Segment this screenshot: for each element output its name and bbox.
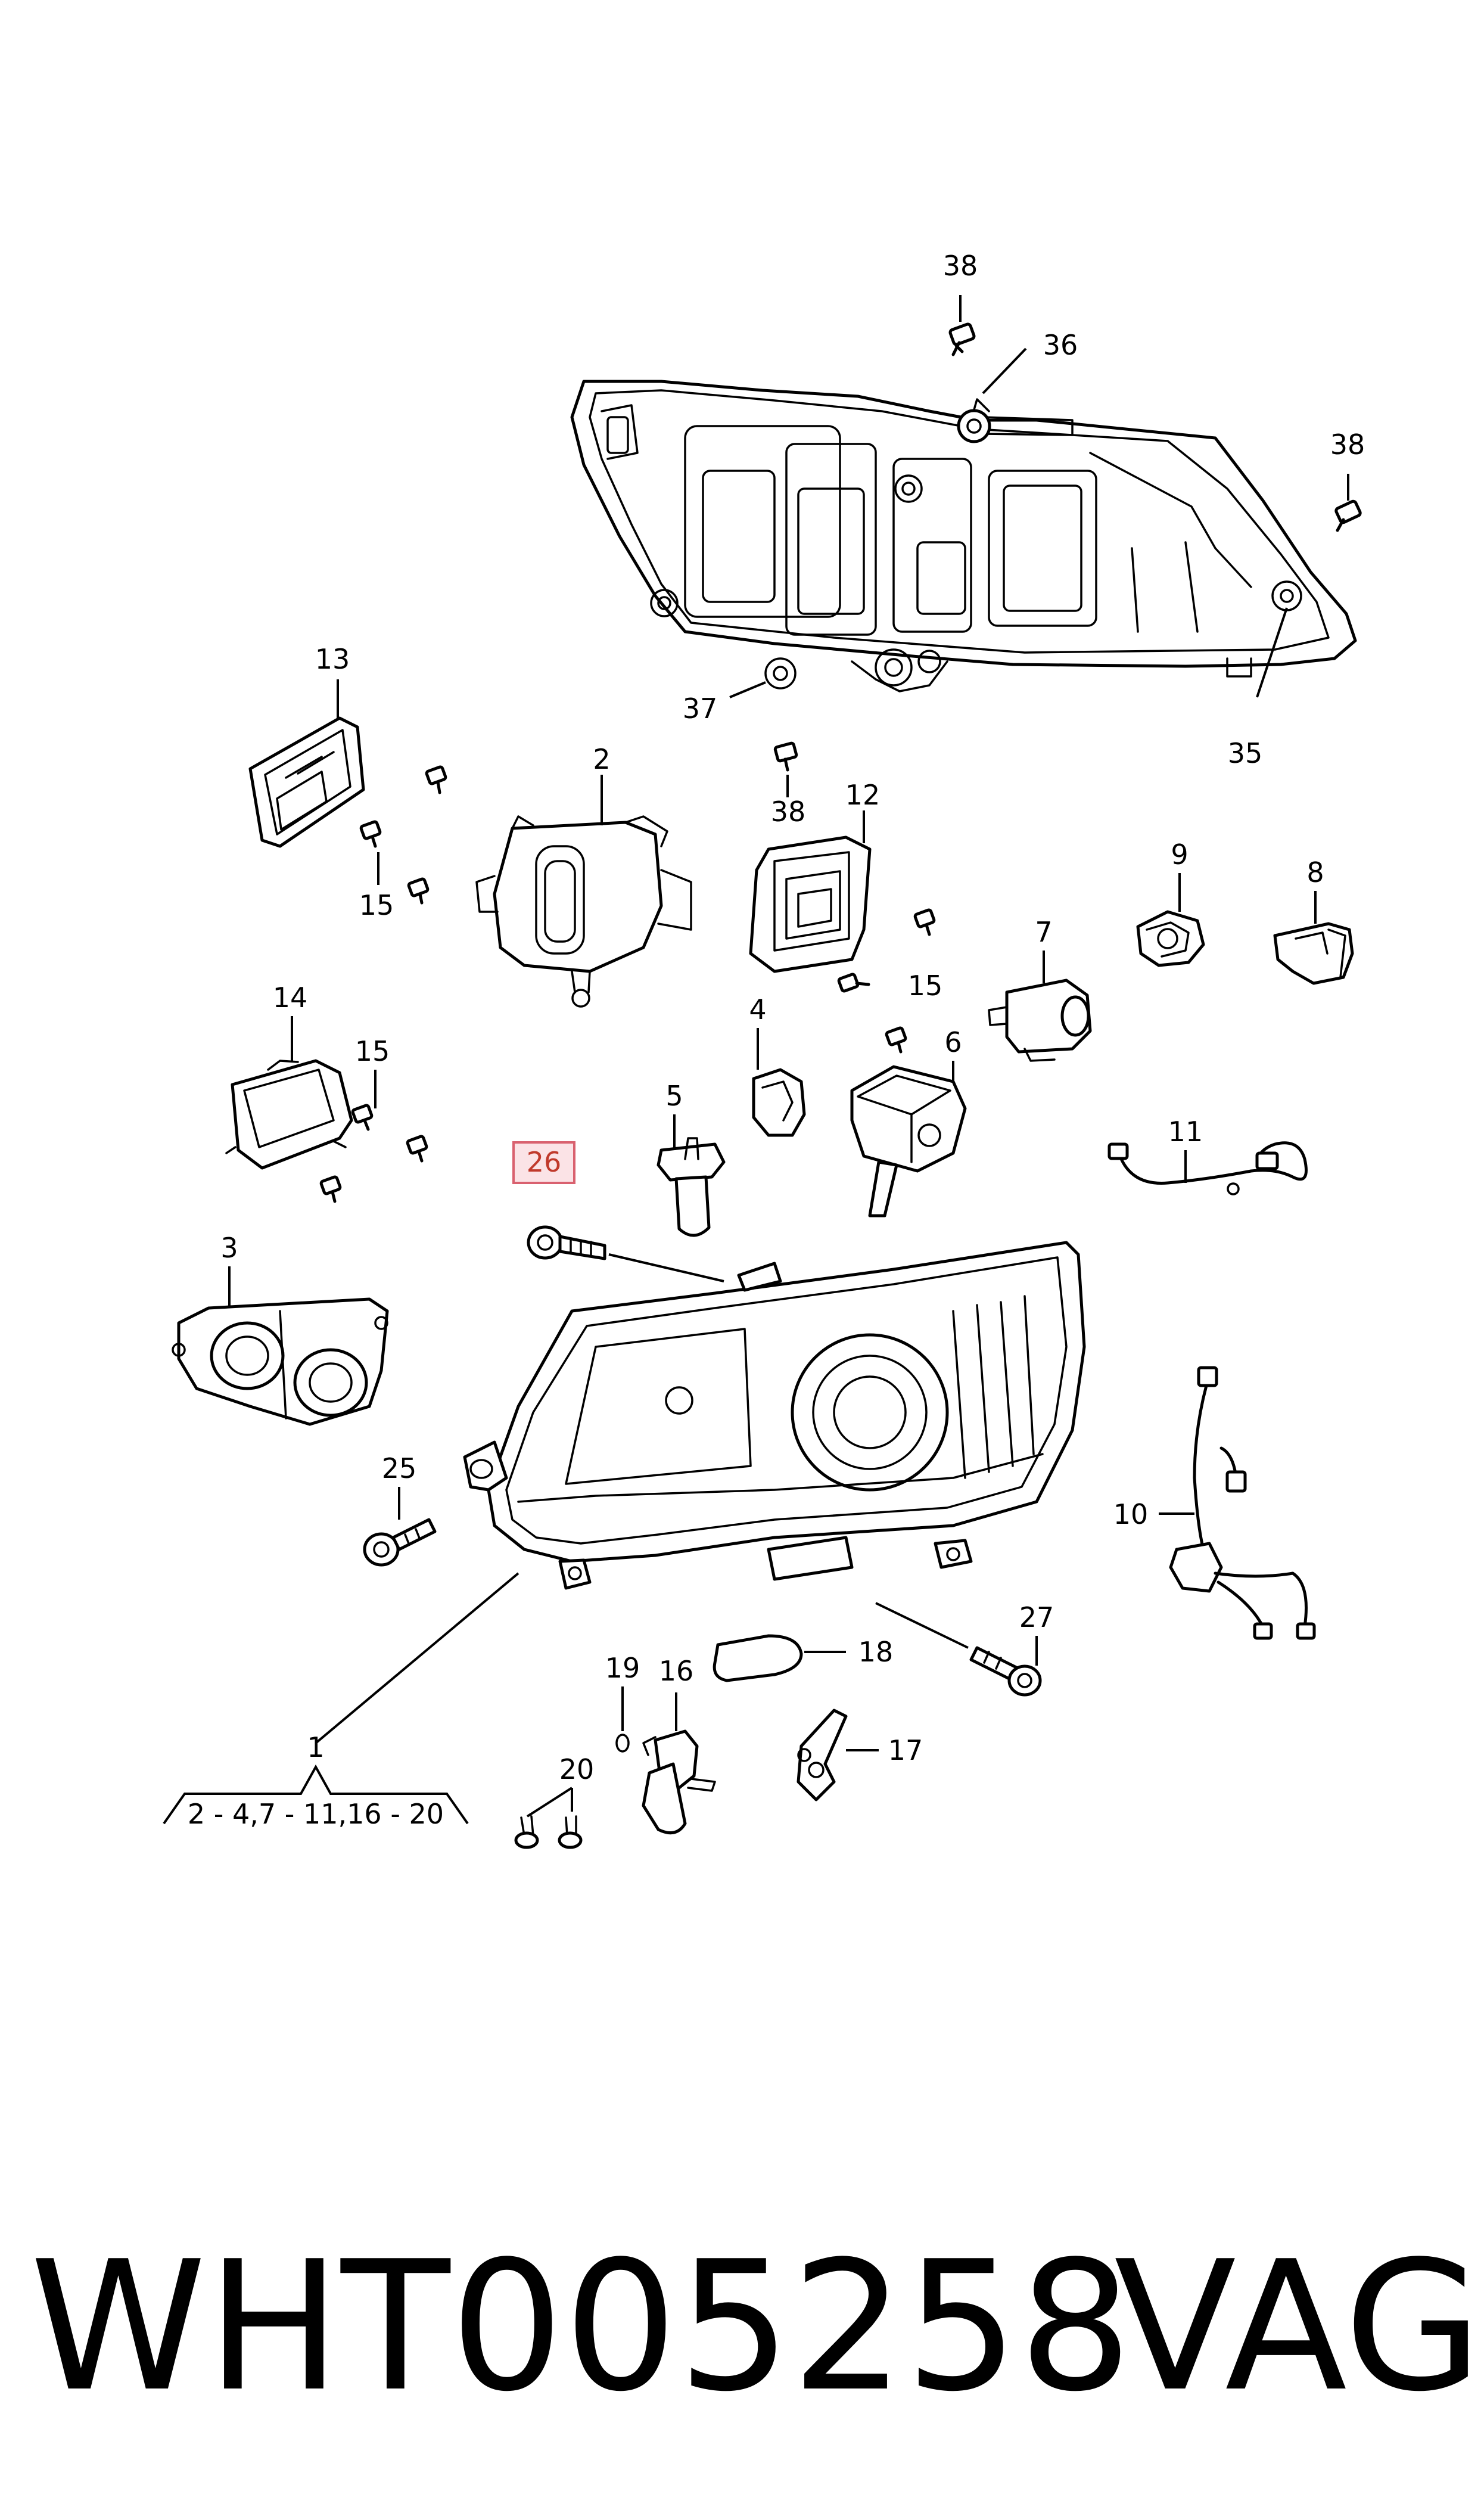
callout-2: 2 [593,743,610,775]
component-8 [1273,922,1354,985]
bulb-6 [850,1065,967,1217]
callout-4: 4 [749,993,766,1026]
callout-26-highlight [512,1141,575,1184]
wiring-harness-11 [1107,1141,1308,1195]
component-16 [642,1729,716,1835]
control-unit-12 [749,835,872,973]
bracket-3 [172,1297,389,1426]
bolt-25 [363,1518,437,1567]
callout-38: 38 [771,796,806,828]
o-ring-19 [615,1734,630,1753]
callout-18: 18 [858,1636,894,1668]
callout-15: 15 [359,889,394,921]
callout-labels: 38 36 38 37 35 13 15 2 38 12 15 9 8 7 14… [188,250,1365,1830]
component-4 [752,1068,806,1137]
callout-10: 10 [1113,1498,1149,1530]
screw-15-e [837,973,870,993]
callout-38: 38 [1330,428,1365,461]
callout-37: 37 [683,692,718,725]
callout-15: 15 [355,1035,390,1067]
callout-26: 26 [527,1146,562,1178]
callout-3: 3 [220,1232,238,1264]
callout-17: 17 [888,1734,923,1766]
callout-14: 14 [273,981,308,1014]
callout-20: 20 [559,1753,595,1785]
callout-6: 6 [944,1026,962,1058]
callout-27: 27 [1019,1601,1054,1633]
screw-15-h [319,1175,342,1203]
assembly-note: 2 - 4,7 - 11,16 - 20 [188,1798,444,1830]
callout-5: 5 [665,1080,683,1112]
screw-15-f [351,1104,374,1131]
part-number: WHT005258 [30,2223,1133,2431]
screw-15-a [425,765,447,794]
bolt-26 [527,1225,606,1260]
callout-12: 12 [845,779,881,811]
callout-8: 8 [1306,856,1324,889]
control-unit-14 [225,1059,353,1170]
leader-lines [163,295,1349,1825]
callout-13: 13 [315,643,350,675]
screw-20-a [514,1815,539,1849]
control-unit-13 [248,716,365,848]
screw-20-b [558,1815,583,1849]
callout-15: 15 [908,970,943,1002]
screw-38-center [773,741,798,772]
callout-25: 25 [382,1452,417,1484]
callout-9: 9 [1171,838,1188,871]
callout-19: 19 [605,1652,640,1684]
screw-6 [885,1026,907,1054]
main-headlamp-1 [463,1241,1086,1590]
wiring-harness-10 [1169,1366,1316,1640]
component-9 [1136,910,1205,967]
bracket-17 [797,1709,848,1801]
bolt-27 [969,1646,1042,1697]
brand-label: VAG [1114,2223,1483,2431]
bulb-5 [657,1137,726,1237]
callout-1: 1 [307,1731,324,1763]
motor-7 [988,979,1092,1062]
screw-38-top [948,322,976,356]
callout-35: 35 [1228,737,1263,769]
callout-36: 36 [1043,329,1078,361]
screw-15-d [913,908,936,936]
screw-15-c [407,877,430,905]
screw-38-right [1334,499,1362,532]
callout-11: 11 [1168,1116,1203,1148]
callout-38: 38 [943,250,978,282]
callout-16: 16 [659,1655,694,1687]
screw-15-b [359,820,382,848]
cover-18 [713,1634,803,1682]
mounting-bracket-36 [957,409,991,443]
screw-15-g [406,1135,428,1163]
lamp-housing-2 [475,815,692,1008]
headlight-rear-housing [570,380,1357,692]
callout-7: 7 [1035,916,1052,948]
